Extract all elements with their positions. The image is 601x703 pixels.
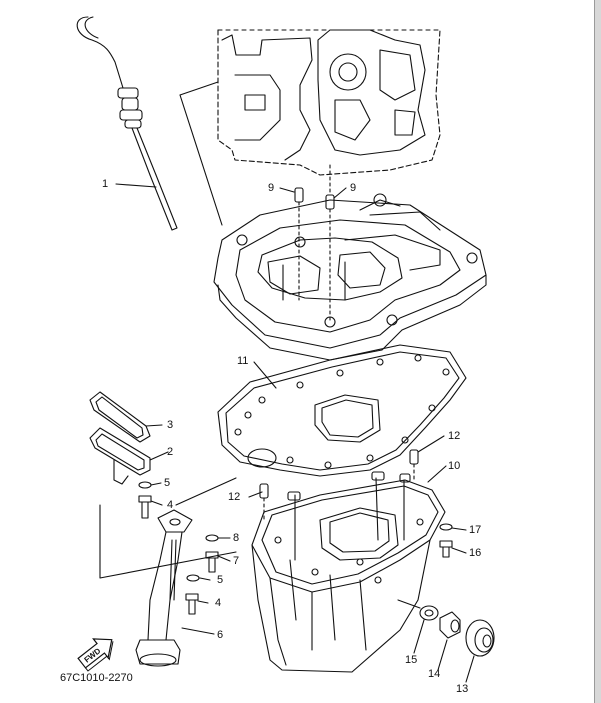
bolt-16 [439, 540, 453, 558]
callout-8: 8 [233, 532, 240, 544]
callout-2: 2 [167, 446, 174, 458]
callout-9-right: 9 [350, 182, 357, 194]
washer-17 [439, 523, 453, 531]
callout-5-lower: 5 [217, 574, 224, 586]
washer-8 [205, 534, 219, 542]
callout-10: 10 [448, 460, 461, 472]
callout-1: 1 [102, 178, 109, 190]
callout-14: 14 [428, 668, 441, 680]
callout-13: 13 [456, 683, 469, 695]
callout-15: 15 [405, 654, 418, 666]
dowel-pin-left [294, 187, 304, 203]
oil-pan [251, 471, 446, 673]
callout-3: 3 [167, 419, 174, 431]
callout-16: 16 [469, 547, 482, 559]
fwd-arrow-icon: FWD [77, 638, 114, 672]
bolt-7 [205, 551, 219, 573]
drain-cap [465, 619, 495, 657]
callout-7: 7 [233, 555, 240, 567]
drawing-code: 67C1010-2270 [60, 672, 133, 684]
drain-washer [419, 605, 439, 621]
upper-casing [213, 193, 487, 361]
engine-block [217, 29, 441, 176]
bolt-4-lower [185, 593, 199, 615]
callout-12-left: 12 [228, 491, 241, 503]
callout-4-upper: 4 [167, 499, 174, 511]
dowel-pin-right [325, 194, 335, 210]
strainer-cover [89, 427, 151, 485]
callout-11: 11 [237, 355, 249, 367]
callout-5-upper: 5 [164, 477, 171, 489]
drain-plug [439, 611, 461, 639]
washer-5-upper [138, 481, 152, 489]
callout-9-left: 9 [268, 182, 275, 194]
washer-5-lower [186, 574, 200, 582]
callout-12-right: 12 [448, 430, 461, 442]
dowel-pin-12-right [409, 449, 419, 465]
strainer-gasket [89, 391, 151, 443]
bolt-4-upper [138, 495, 152, 519]
window-edge [594, 0, 601, 703]
gasket [217, 344, 467, 477]
callout-4-lower: 4 [215, 597, 222, 609]
callout-17: 17 [469, 524, 482, 536]
dowel-pin-12-left [259, 483, 269, 499]
dipstick [76, 16, 178, 231]
callout-6: 6 [217, 629, 224, 641]
oil-strainer-pipe [135, 509, 193, 667]
